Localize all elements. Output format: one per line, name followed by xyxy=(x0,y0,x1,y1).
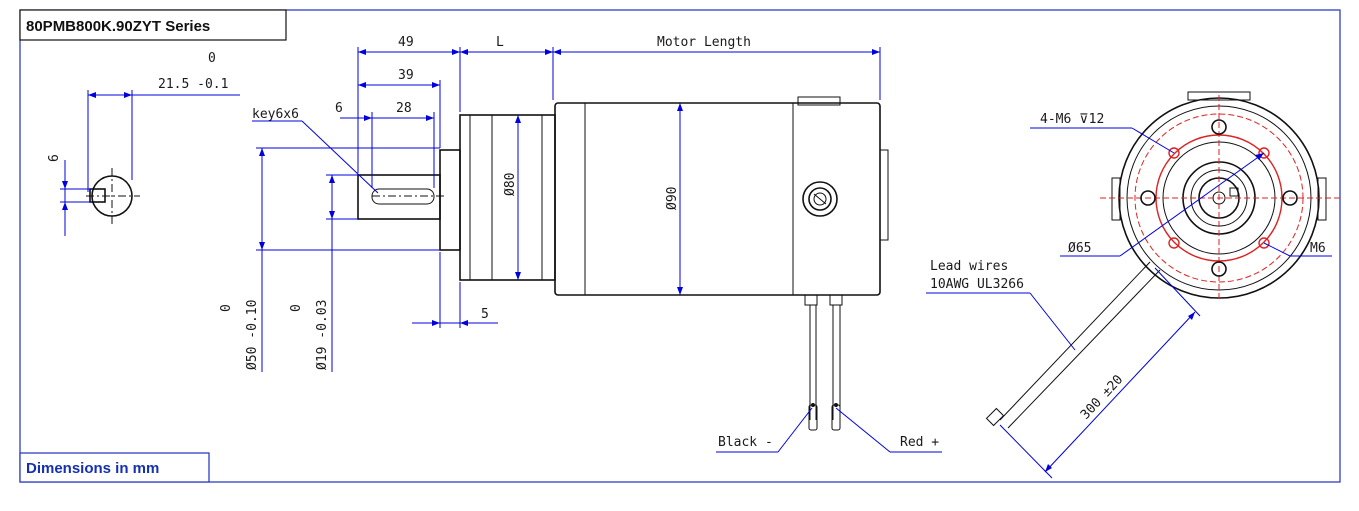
dim-motor-length: Motor Length xyxy=(657,35,751,50)
title-box xyxy=(19,9,287,41)
red-wire-label: Red + xyxy=(900,435,939,450)
key-detail-view: 0 21.5 -0.1 6 xyxy=(47,51,240,236)
footer-box xyxy=(19,452,210,483)
drawing-frame xyxy=(19,9,1341,483)
m6-label: M6 xyxy=(1310,241,1326,256)
dimensions-unit-note: Dimensions in mm xyxy=(26,460,159,477)
lead-wires-label-line2: 10AWG UL3266 xyxy=(930,277,1024,292)
dia-50-tol-top: 0 xyxy=(219,304,234,312)
key-callout: key6x6 xyxy=(252,107,299,122)
mounting-holes-label: 4-M6 ⊽12 xyxy=(1040,112,1104,127)
dia-80: Ø80 xyxy=(503,173,518,196)
motor-front-view: 4-M6 ⊽12 Ø65 M6 Lead wires 10AWG UL3266 … xyxy=(926,91,1340,479)
dim-5: 5 xyxy=(481,307,489,322)
dim-39: 39 xyxy=(398,68,414,83)
motor-side-view: 49 L Motor Length 39 6 28 key6x6 Ø80 Ø90… xyxy=(219,35,942,453)
dia-90: Ø90 xyxy=(665,187,680,210)
dia-65: Ø65 xyxy=(1068,241,1091,256)
dim-28: 28 xyxy=(396,101,412,116)
key-dim-6: 6 xyxy=(47,154,62,162)
black-wire-label: Black - xyxy=(718,435,773,450)
lead-length: 300 ±20 xyxy=(1078,372,1126,422)
dim-L: L xyxy=(496,35,504,50)
dim-49: 49 xyxy=(398,35,414,50)
dia-19: Ø19 -0.03 xyxy=(315,300,330,370)
series-title: 80PMB800K.90ZYT Series xyxy=(26,18,210,35)
dia-50: Ø50 -0.10 xyxy=(245,300,260,370)
dim-6: 6 xyxy=(335,101,343,116)
lead-wires-label-line1: Lead wires xyxy=(930,259,1008,274)
dia-19-tol-top: 0 xyxy=(289,304,304,312)
key-dim-21-5: 21.5 -0.1 xyxy=(158,77,228,92)
key-dim-tol-top: 0 xyxy=(208,51,216,66)
